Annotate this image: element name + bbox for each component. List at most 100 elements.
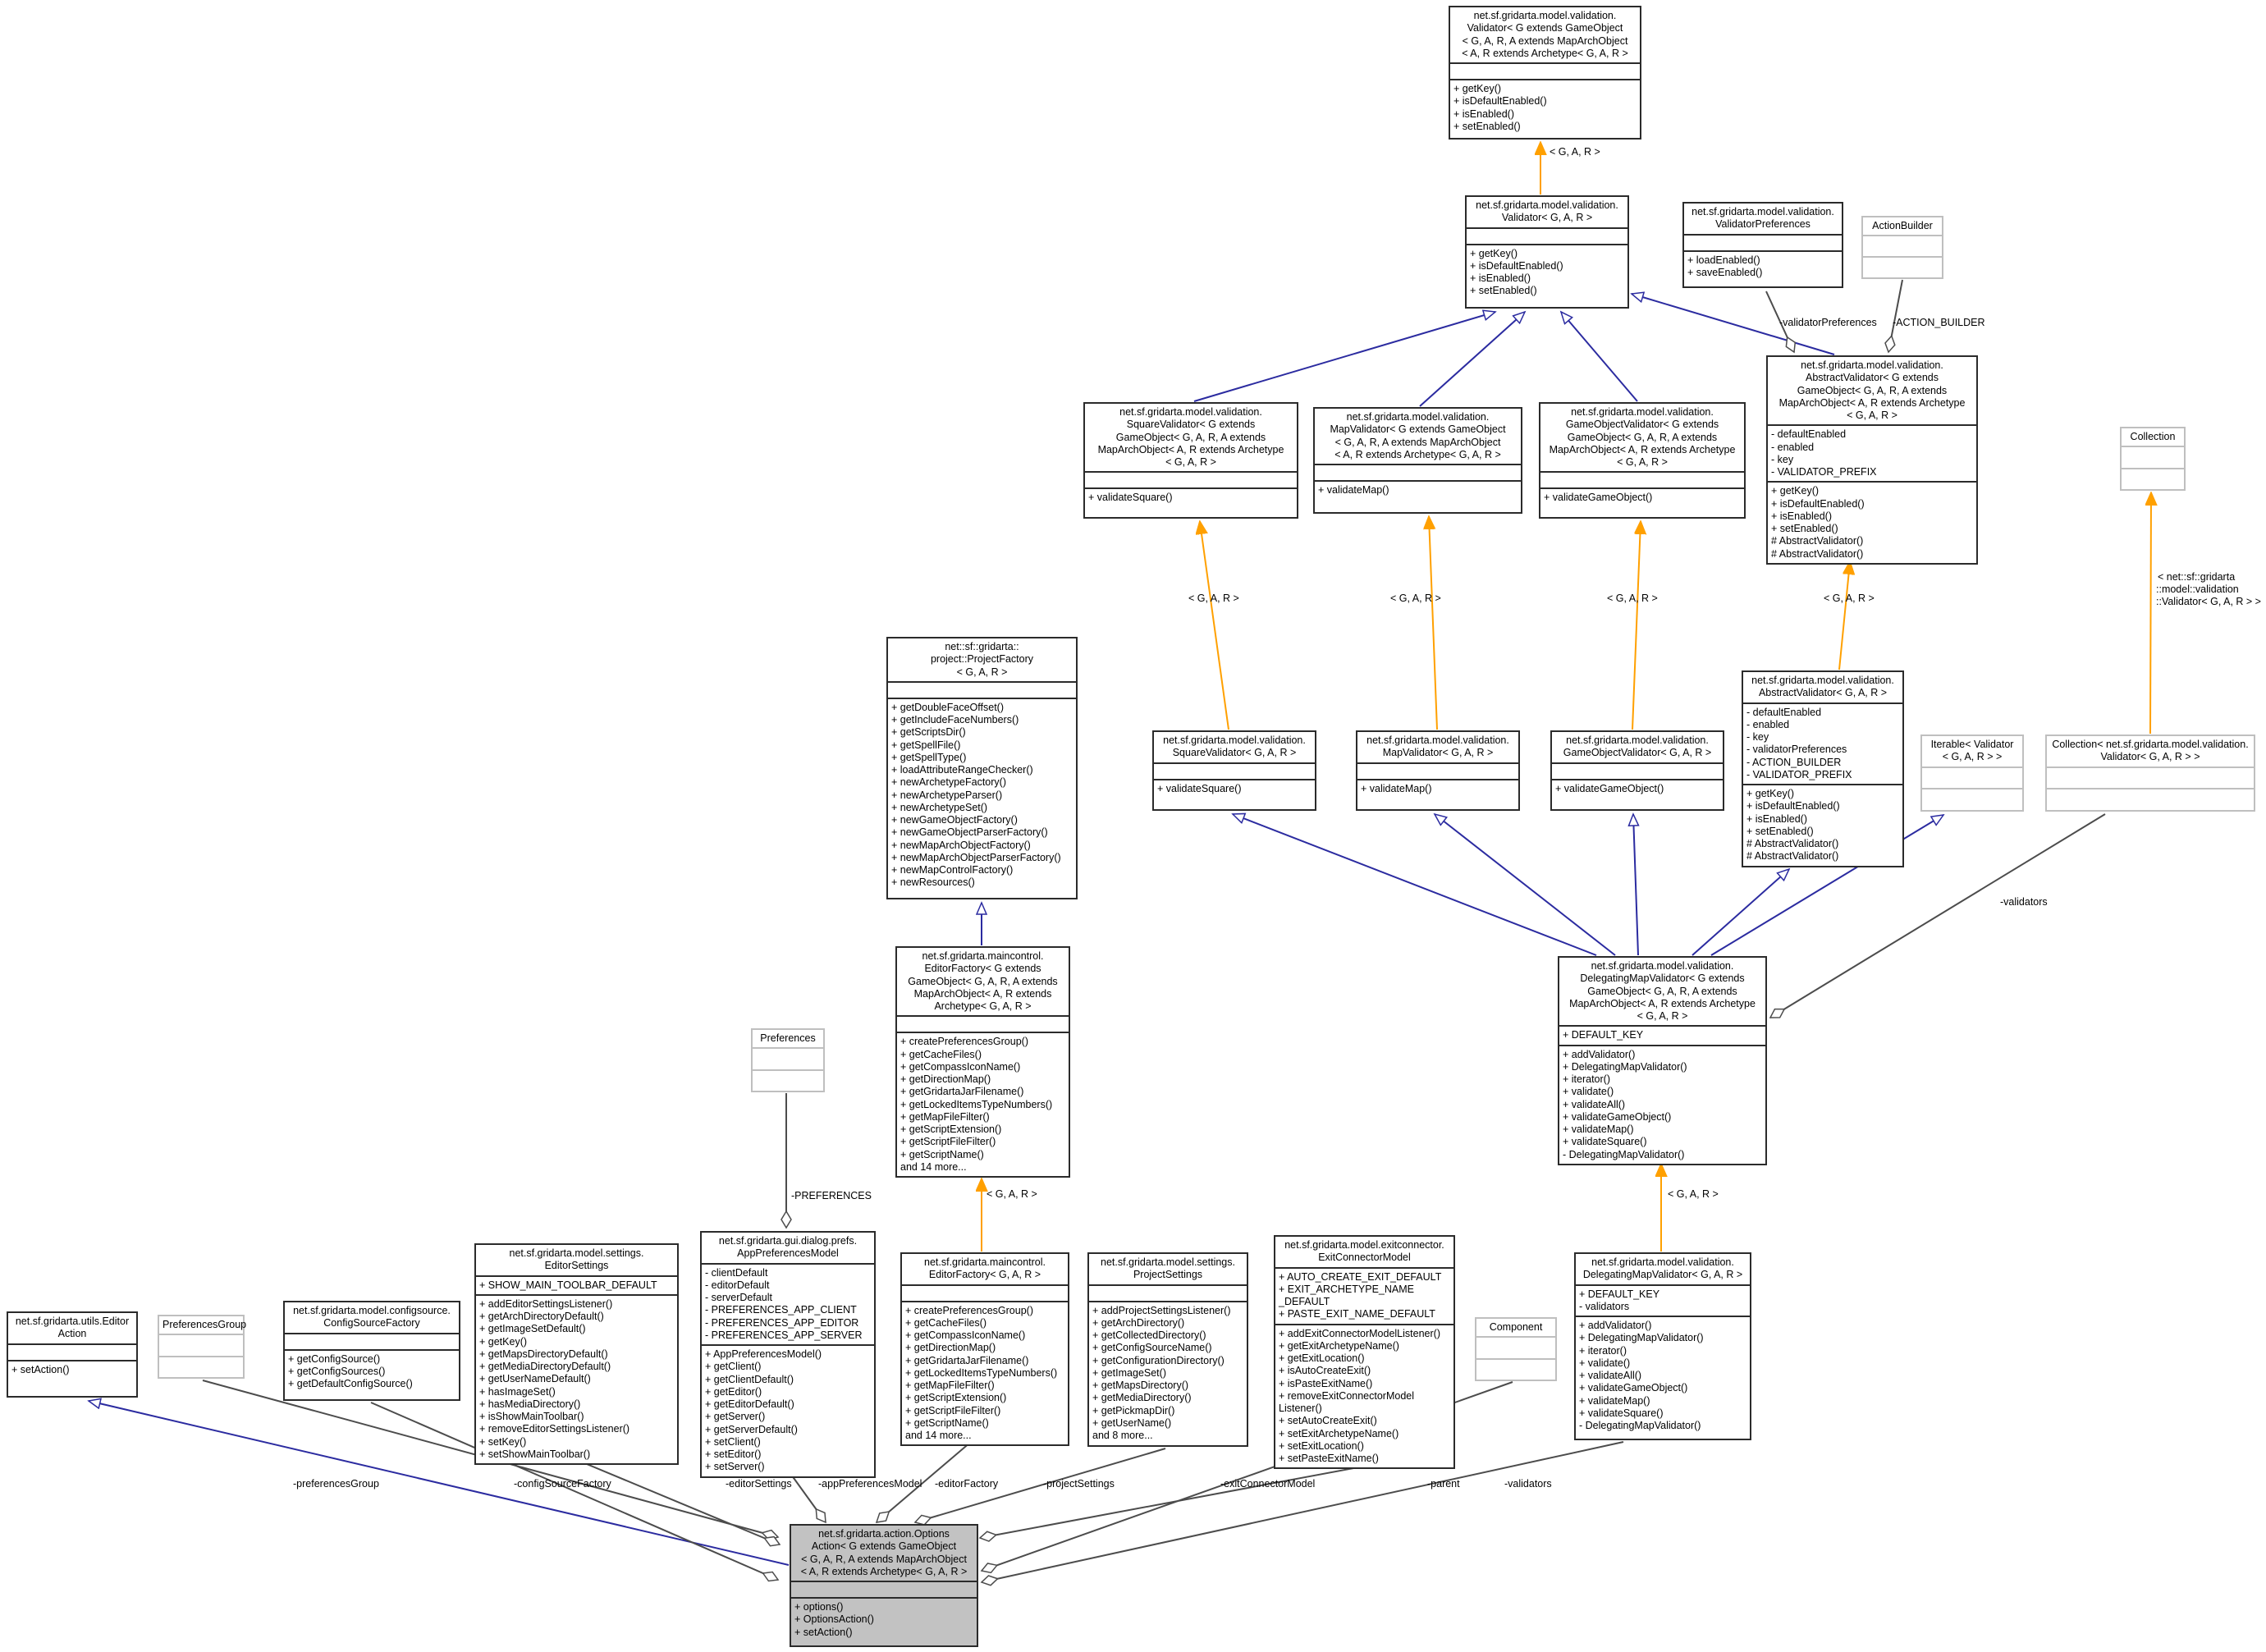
class-methods: + getConfigSource()+ getConfigSources()+… [288,1352,413,1390]
edge-template-abstract-validator-gar-to-abstract-validator-generic [1838,562,1850,670]
edge-aggregation-config-source-factory-to-options-action [370,1402,778,1580]
class-editor-factory-generic[interactable]: net.sf.gridarta.maincontrol.EditorFactor… [895,946,1070,1178]
class-validator-preferences[interactable]: net.sf.gridarta.model.validation.Validat… [1682,202,1843,288]
class-title: net.sf.gridarta.maincontrol.EditorFactor… [902,1254,1068,1286]
edge-label-collection-of: ::Validator< G, A, R > > [2156,596,2261,607]
class-methods [1922,789,2022,810]
class-title: net.sf.gridarta.model.validation.Abstrac… [1768,357,1976,427]
class-action-builder[interactable]: ActionBuilder [1861,216,1943,279]
edge-inheritance-delegating-map-validator-generic-to-iterable-validator [1710,815,1943,956]
edge-inheritance-delegating-map-validator-generic-to-gameobject-validator-gar [1633,814,1638,956]
class-methods [1476,1360,1555,1380]
class-preferences[interactable]: Preferences [751,1028,825,1092]
class-methods: + validateGameObject() [1555,782,1664,794]
edge-label-collection-of: < net::sf::gridarta [2158,571,2236,583]
edge-aggregation-validator-preferences-to-abstract-validator-generic [1765,291,1794,352]
class-title: net.sf.gridarta.model.validation.GameObj… [1540,404,1744,474]
class-methods [1863,258,1942,277]
class-attributes [1315,465,1521,482]
class-delegating-map-validator-gar[interactable]: net.sf.gridarta.model.validation.Delegat… [1574,1252,1751,1440]
edge-aggregation-app-preferences-model-to-options-action [789,1471,826,1522]
class-methods: + loadEnabled()+ saveEnabled() [1687,254,1763,278]
class-collection-validator[interactable]: Collection< net.sf.gridarta.model.valida… [2045,734,2255,812]
class-title: net.sf.gridarta.gui.dialog.prefs.AppPref… [702,1233,874,1265]
class-component[interactable]: Component [1475,1317,1557,1381]
class-attributes [902,1286,1068,1302]
class-gameobject-validator-gar[interactable]: net.sf.gridarta.model.validation.GameObj… [1550,730,1724,811]
class-editor-factory-gar[interactable]: net.sf.gridarta.maincontrol.EditorFactor… [900,1252,1069,1447]
class-attributes [1684,236,1842,252]
class-title: net.sf.gridarta.model.configsource.Confi… [285,1302,459,1334]
class-title: net::sf::gridarta::project::ProjectFacto… [888,638,1076,683]
class-methods: + options()+ OptionsAction()+ setAction(… [794,1601,874,1638]
class-project-factory[interactable]: net::sf::gridarta::project::ProjectFacto… [886,637,1078,899]
class-methods: + addEditorSettingsListener()+ getArchDi… [479,1297,630,1460]
class-gameobject-validator-generic[interactable]: net.sf.gridarta.model.validation.GameObj… [1539,402,1746,519]
class-app-preferences-model[interactable]: net.sf.gridarta.gui.dialog.prefs.AppPref… [700,1231,876,1478]
class-attributes: + DEFAULT_KEY- validators [1576,1286,1750,1317]
class-title: Component [1476,1319,1555,1339]
class-config-source-factory[interactable]: net.sf.gridarta.model.configsource.Confi… [283,1301,460,1401]
class-attributes [1552,764,1723,780]
class-title: Preferences [753,1030,823,1050]
edge-label-parent: -parent [1427,1478,1460,1490]
class-methods: + createPreferencesGroup()+ getCacheFile… [905,1304,1058,1442]
class-title: net.sf.gridarta.model.validation.MapVali… [1357,732,1518,764]
class-collection[interactable]: Collection [2120,427,2186,491]
class-methods: + getDoubleFaceOffset()+ getIncludeFaceN… [891,701,1061,889]
class-exit-connector-model[interactable]: net.sf.gridarta.model.exitconnector.Exit… [1274,1235,1455,1470]
class-project-settings[interactable]: net.sf.gridarta.model.settings.ProjectSe… [1087,1252,1248,1447]
class-methods: + getKey()+ isDefaultEnabled()+ isEnable… [1746,788,1840,863]
class-title: PreferencesGroup [159,1316,246,1336]
edge-template-gameobject-validator-gar-to-gameobject-validator-generic [1632,522,1641,730]
class-title: net.sf.gridarta.model.validation.SquareV… [1154,732,1315,764]
edge-aggregation-collection-validator-to-delegating-map-validator-generic [1770,813,2106,1018]
class-abstract-validator-generic[interactable]: net.sf.gridarta.model.validation.Abstrac… [1766,355,1978,565]
class-preferences-group[interactable]: PreferencesGroup [158,1315,246,1379]
class-attributes [897,1017,1069,1034]
class-map-validator-generic[interactable]: net.sf.gridarta.model.validation.MapVali… [1313,407,1522,514]
class-attributes [1540,473,1744,490]
class-methods: + addValidator()+ DelegatingMapValidator… [1579,1320,1704,1431]
class-methods: + getKey()+ isDefaultEnabled()+ isEnable… [1470,247,1563,297]
edge-aggregation-project-settings-to-options-action [915,1448,1166,1522]
edge-label-template-args: < G, A, R > [1390,593,1441,604]
class-methods [2047,789,2254,810]
class-square-validator-generic[interactable]: net.sf.gridarta.model.validation.SquareV… [1083,402,1298,519]
class-validator-gar[interactable]: net.sf.gridarta.model.validation.Validat… [1465,195,1629,309]
edge-label-preferences-group: -preferencesGroup [293,1478,379,1490]
class-title: net.sf.gridarta.model.validation.GameObj… [1552,732,1723,764]
class-attributes [888,683,1076,699]
class-methods: + addExitConnectorModelListener()+ getEx… [1279,1327,1440,1465]
class-title: net.sf.gridarta.model.validation.Validat… [1450,7,1640,64]
class-delegating-map-validator-generic[interactable]: net.sf.gridarta.model.validation.Delegat… [1558,956,1767,1165]
class-attributes: + AUTO_CREATE_EXIT_DEFAULT+ EXIT_ARCHETY… [1275,1269,1453,1325]
class-title: Iterable< Validator< G, A, R > > [1922,736,2022,768]
class-attributes [1089,1286,1247,1302]
edge-inheritance-square-validator-generic-to-validator-gar [1193,312,1495,402]
class-methods [159,1357,243,1377]
edge-label-template-args: < G, A, R > [987,1188,1037,1200]
edge-aggregation-action-builder-to-abstract-validator-generic [1888,279,1903,352]
edge-label-template-args: < G, A, R > [1607,593,1658,604]
class-attributes [8,1345,136,1361]
class-methods: + addValidator()+ DelegatingMapValidator… [1563,1048,1687,1160]
class-attributes [1467,229,1627,245]
edge-template-map-validator-gar-to-map-validator-generic [1429,517,1438,730]
class-title: net.sf.gridarta.model.validation.Validat… [1467,197,1627,229]
class-editor-settings[interactable]: net.sf.gridarta.model.settings.EditorSet… [474,1243,679,1465]
class-title: Collection< net.sf.gridarta.model.valida… [2047,736,2254,768]
class-methods: + validateMap() [1361,782,1432,794]
edge-label-action-builder: -ACTION_BUILDER [1893,317,1985,328]
class-validator-generic[interactable]: net.sf.gridarta.model.validation.Validat… [1449,6,1641,140]
edge-aggregation-delegating-map-validator-gar-to-options-action [982,1441,1624,1582]
class-abstract-validator-gar[interactable]: net.sf.gridarta.model.validation.Abstrac… [1742,670,1904,867]
class-iterable-validator[interactable]: Iterable< Validator< G, A, R > > [1920,734,2024,812]
class-attributes: + SHOW_MAIN_TOOLBAR_DEFAULT [476,1277,677,1296]
class-square-validator-gar[interactable]: net.sf.gridarta.model.validation.SquareV… [1152,730,1316,811]
class-map-validator-gar[interactable]: net.sf.gridarta.model.validation.MapVali… [1356,730,1520,811]
class-attributes [2047,768,2254,790]
class-attributes [1476,1338,1555,1360]
